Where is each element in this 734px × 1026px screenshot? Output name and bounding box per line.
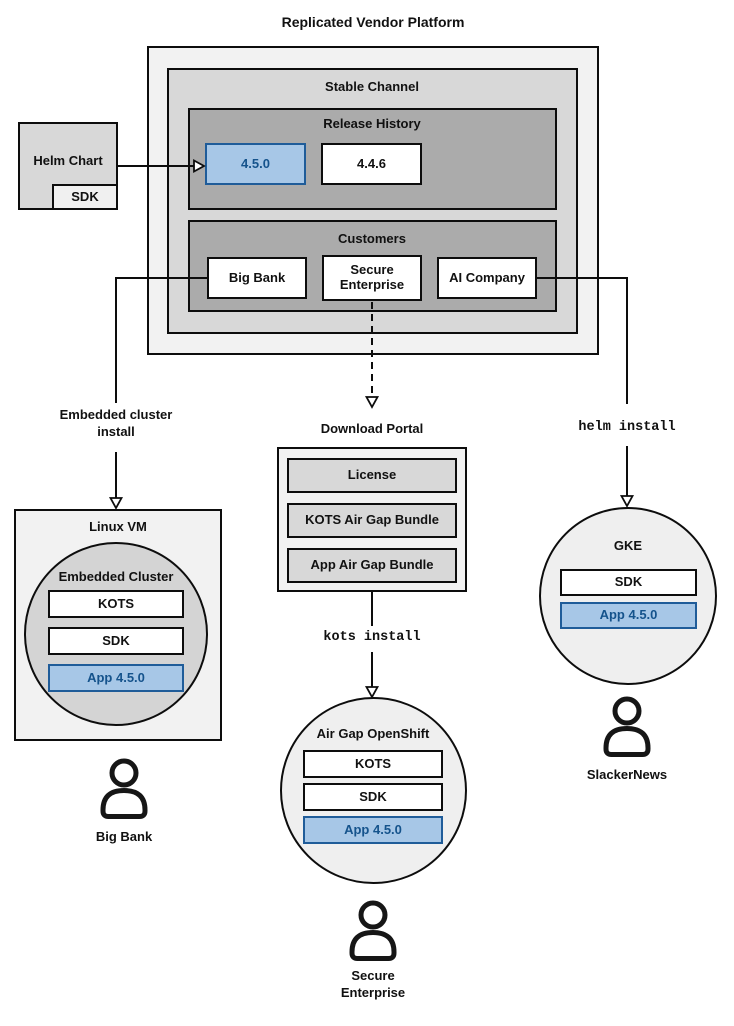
download-portal-label: Download Portal [320,421,424,436]
gke-app-box: App 4.5.0 [560,602,697,629]
linux-vm-sdk-box: SDK [48,627,184,655]
customer-card-secure-enterprise: Secure Enterprise [322,255,422,301]
helm-install-label: helm install [578,420,676,435]
secure-enterprise-user-label: Secure Enterprise [340,968,406,1000]
slackernews-user-icon [603,696,651,757]
big-bank-user-icon [100,758,148,819]
stable-channel-label: Stable Channel [325,79,419,94]
customers-label: Customers [338,231,406,246]
release-history-label: Release History [323,116,421,131]
air-gap-openshift-label: Air Gap OpenShift [316,726,430,741]
kots-install-label: kots install [323,630,421,645]
diagram-title: Replicated Vendor Platform [281,14,465,30]
big-bank-user-label: Big Bank [95,829,153,844]
secure-enterprise-user-icon [349,900,397,961]
openshift-app-box: App 4.5.0 [303,816,443,844]
release-card-4-4-6: 4.4.6 [321,143,422,185]
slackernews-user-label: SlackerNews [586,767,668,782]
gke-circle [539,507,717,685]
gke-label: GKE [613,538,643,553]
app-air-gap-bundle-box: App Air Gap Bundle [287,548,457,583]
gke-sdk-box: SDK [560,569,697,596]
helm-chart-label: Helm Chart [33,153,103,168]
openshift-sdk-box: SDK [303,783,443,811]
customer-card-ai-company: AI Company [437,257,537,299]
release-card-4-5-0: 4.5.0 [205,143,306,185]
embedded-cluster-install-label: Embedded cluster install [59,407,173,439]
helm-sdk-box: SDK [52,184,118,210]
kots-air-gap-bundle-box: KOTS Air Gap Bundle [287,503,457,538]
openshift-kots-box: KOTS [303,750,443,778]
customer-card-big-bank: Big Bank [207,257,307,299]
linux-vm-app-box: App 4.5.0 [48,664,184,692]
linux-vm-label: Linux VM [89,519,147,534]
embedded-cluster-label: Embedded Cluster [58,569,174,584]
linux-vm-kots-box: KOTS [48,590,184,618]
license-box: License [287,458,457,493]
